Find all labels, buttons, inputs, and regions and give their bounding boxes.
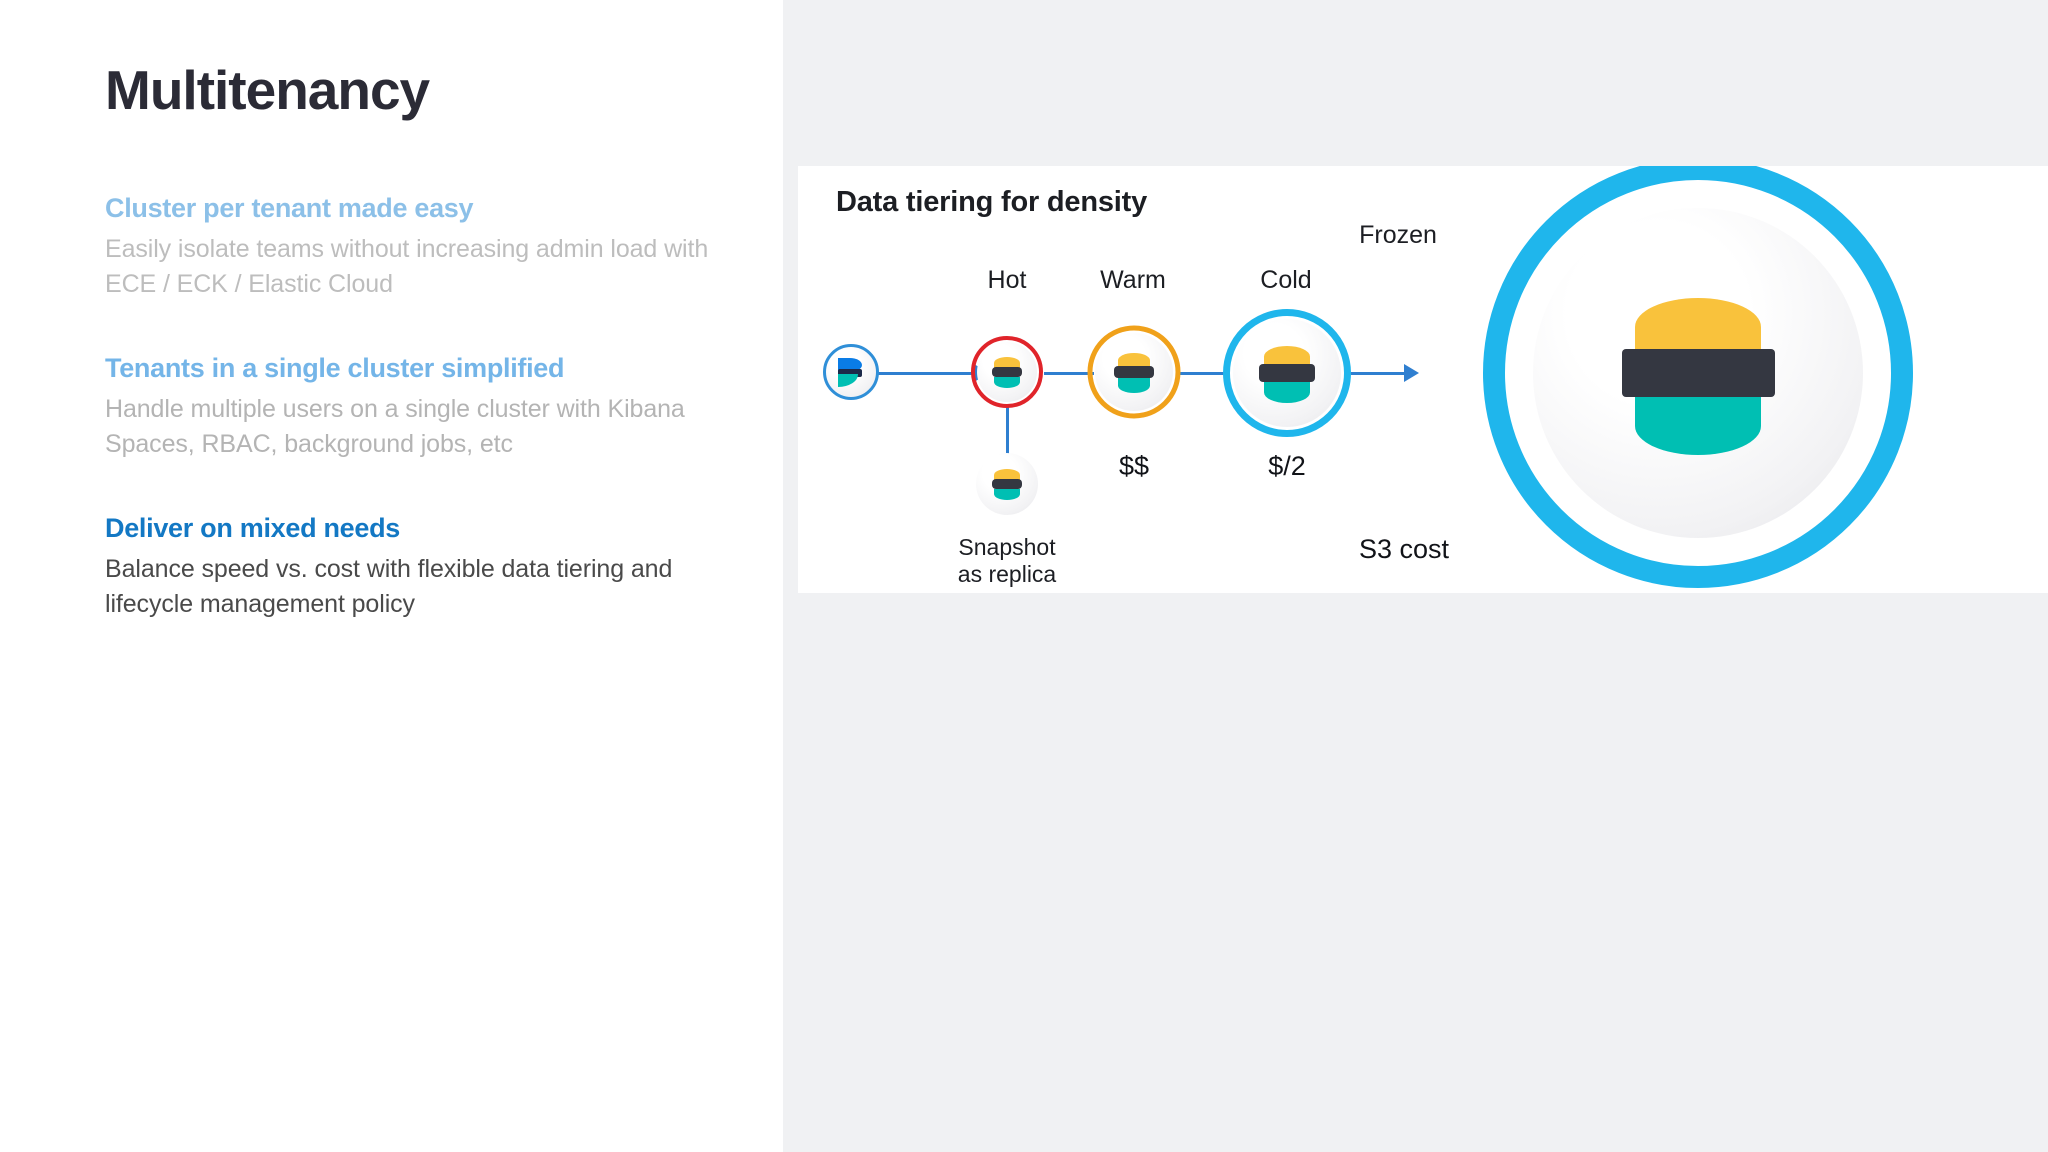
elasticsearch-logo-icon (1256, 342, 1318, 404)
bullet-block-0: Cluster per tenant made easy Easily isol… (105, 192, 745, 303)
source-node (823, 344, 879, 400)
left-content-panel: Multitenancy Cluster per tenant made eas… (0, 0, 783, 1152)
logo-mid-bar (991, 479, 1023, 489)
logo-bottom-arc (994, 488, 1020, 501)
elasticsearch-logo-icon (1613, 288, 1783, 458)
frozen-node (1533, 208, 1863, 538)
source-logo-mid (838, 369, 863, 377)
bullet-heading-2: Deliver on mixed needs (105, 513, 401, 543)
tier-label-cold: Cold (1260, 266, 1312, 294)
elastic-source-logo-icon (836, 357, 866, 387)
tier-label-frozen: Frozen (1359, 221, 1437, 249)
logo-mid-bar (1621, 349, 1775, 397)
bullet-block-1: Tenants in a single cluster simplified H… (105, 352, 745, 463)
connector-hot-warm (1044, 372, 1094, 375)
bullet-heading-0: Cluster per tenant made easy (105, 193, 474, 223)
logo-top-arc (994, 469, 1020, 481)
logo-top-arc (994, 357, 1020, 369)
logo-bottom-arc (1117, 378, 1151, 394)
snapshot-node (976, 453, 1038, 515)
snapshot-node-caption: Snapshot as replica (957, 534, 1057, 588)
logo-top-arc (1117, 352, 1151, 368)
page-title: Multitenancy (105, 59, 430, 121)
logo-mid-bar (1114, 365, 1154, 379)
right-media-panel: Data tiering for density Hot Warm Cold F… (783, 0, 2048, 1152)
cost-label-frozen: S3 cost (1358, 534, 1450, 564)
logo-mid-bar (991, 367, 1023, 377)
warm-node-ring (1087, 325, 1181, 419)
bullet-body-2: Balance speed vs. cost with flexible dat… (105, 554, 673, 619)
bullet-body-0: Easily isolate teams without increasing … (105, 234, 709, 299)
hot-node (977, 342, 1037, 402)
tier-label-warm: Warm (1100, 266, 1166, 294)
logo-bottom-arc (994, 376, 1020, 389)
connector-warm-cold (1179, 372, 1226, 375)
logo-top-arc (1635, 298, 1761, 356)
cold-node-ring (1223, 309, 1351, 437)
source-logo-bottom (838, 374, 859, 387)
connector-cold-frozen (1351, 372, 1411, 375)
cost-label-warm: $$ (1118, 451, 1150, 481)
cold-node (1233, 319, 1341, 427)
hot-node-ring (971, 336, 1043, 408)
logo-mid-bar (1259, 364, 1315, 382)
bullet-heading-1: Tenants in a single cluster simplified (105, 353, 565, 383)
diagram-title: Data tiering for density (836, 186, 1148, 218)
source-logo-top (838, 358, 863, 372)
elasticsearch-logo-icon (990, 467, 1024, 501)
logo-bottom-arc (1264, 381, 1310, 403)
connector-hot-snapshot (1006, 406, 1009, 478)
connector-source-hot (873, 372, 981, 375)
bullet-body-1: Handle multiple users on a single cluste… (105, 394, 685, 459)
cost-label-cold: $/2 (1268, 451, 1306, 481)
warm-node (1095, 333, 1173, 411)
elasticsearch-logo-icon (990, 355, 1024, 389)
arrowhead-cold-frozen (1404, 364, 1419, 382)
data-tiering-diagram: Data tiering for density Hot Warm Cold F… (798, 166, 2048, 593)
logo-top-arc (1264, 345, 1310, 367)
logo-bottom-arc (1635, 396, 1761, 455)
bullet-block-2: Deliver on mixed needs Balance speed vs.… (105, 512, 745, 623)
elasticsearch-logo-icon (1112, 350, 1156, 394)
tier-label-hot: Hot (987, 266, 1027, 294)
